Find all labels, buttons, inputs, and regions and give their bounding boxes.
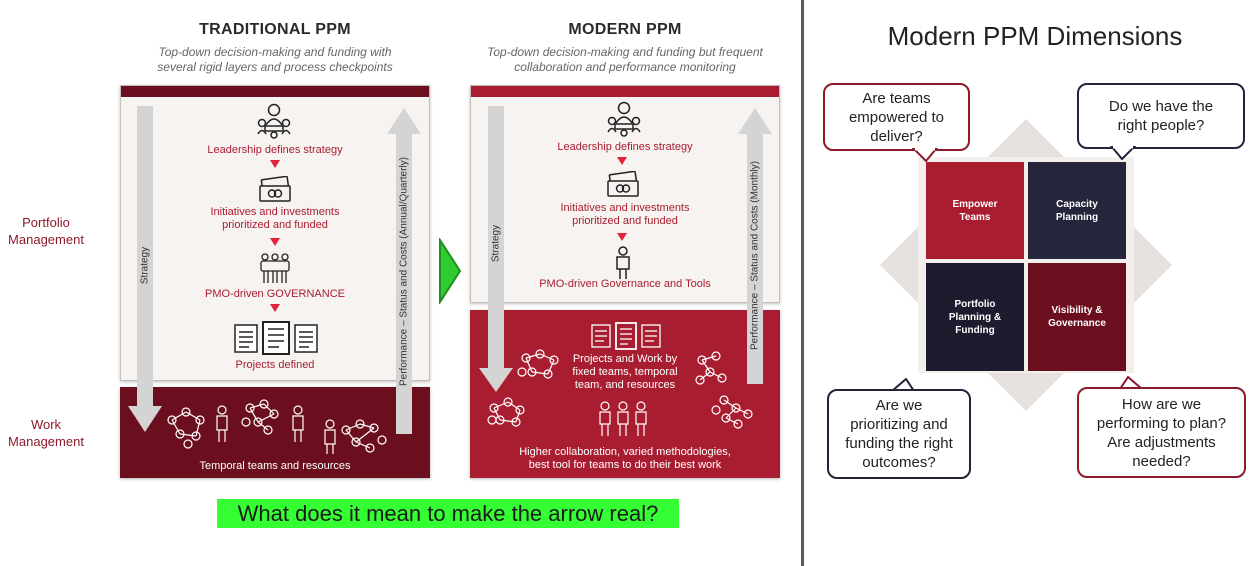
quadrant-visibility-governance: Visibility & Governance: [1028, 263, 1126, 371]
quad-capacity-line1: Capacity: [1056, 198, 1098, 210]
modern-title: MODERN PPM: [568, 21, 682, 38]
section-divider: [801, 0, 804, 566]
modern-performance-label: Performance – Status and Costs (Monthly): [749, 161, 761, 350]
mod-step-arrow-2: [617, 233, 627, 241]
traditional-performance-label: Performance – Status and Costs (Annual/Q…: [398, 157, 410, 386]
trad-step-governance: PMO-driven GOVERNANCE: [205, 288, 345, 300]
traditional-title: TRADITIONAL PPM: [199, 21, 351, 38]
portfolio-label-line2: Management: [8, 232, 84, 247]
bubble-empowered-tail: [912, 148, 938, 162]
mod-step-leadership: Leadership defines strategy: [557, 141, 693, 153]
bubble-perf-line2: performing to plan?: [1096, 414, 1227, 432]
trad-step-arrow-2: [270, 238, 280, 246]
traditional-subtitle-line1: Top-down decision-making and funding wit…: [158, 45, 392, 59]
modern-topbar: [471, 86, 779, 97]
portfolio-label-line1: Portfolio: [22, 215, 70, 230]
mod-step-governance: PMO-driven Governance and Tools: [539, 278, 711, 290]
trad-bottom-label: Temporal teams and resources: [199, 460, 351, 472]
bubble-prio-line3: funding the right: [845, 435, 953, 452]
modern-strategy-label: Strategy: [490, 224, 502, 263]
work-label-line2: Management: [8, 434, 84, 449]
traditional-strategy-arrow: [128, 106, 162, 432]
mod-bottom-text-line2: best tool for teams to do their best wor…: [528, 459, 722, 471]
bubble-right-people: Do we have the right people?: [1077, 83, 1245, 149]
bubble-empowered-line3: deliver?: [870, 127, 923, 145]
quad-portfolio-line1: Portfolio: [954, 298, 996, 310]
bubble-empowered-line1: Are teams: [862, 89, 931, 107]
question-highlight: What does it mean to make the arrow real…: [217, 499, 679, 528]
modern-subtitle-line1: Top-down decision-making and funding but…: [487, 45, 763, 59]
modern-leadership-icon: [607, 101, 641, 137]
money-icon: [259, 176, 291, 202]
transition-arrow: [439, 238, 462, 304]
traditional-topbar: [121, 86, 429, 97]
bubble-perf-line4: needed?: [1132, 452, 1191, 470]
portfolio-management-label: Portfolio Management: [0, 214, 92, 248]
bubble-perf-line3: Are adjustments: [1107, 433, 1216, 451]
modern-strategy-arrow: [479, 106, 513, 392]
quad-portfolio-line2: Planning &: [948, 311, 1002, 323]
work-label-line1: Work: [30, 417, 62, 432]
mod-bottom-text-line1: Higher collaboration, varied methodologi…: [519, 446, 731, 458]
bubble-prio-line4: outcomes?: [862, 454, 936, 471]
quad-empower-line1: Empower: [952, 198, 998, 210]
bubble-prioritizing: Are we prioritizing and funding the right o…: [827, 389, 971, 479]
mod-step-initiatives-line2: prioritized and funded: [572, 215, 678, 227]
bubble-people-line2: right people?: [1117, 117, 1205, 134]
quad-visibility-line1: Visibility &: [1051, 305, 1103, 316]
mod-step-initiatives: Initiatives and investments prioritized …: [520, 202, 730, 228]
bubble-perf-line1: How are we: [1121, 395, 1202, 413]
mod-step-initiatives-line1: Initiatives and investments: [560, 202, 690, 214]
trad-step-arrow-1: [270, 160, 280, 168]
work-management-label: Work Management: [0, 416, 92, 450]
modern-teams-icons: [487, 349, 753, 436]
documents-icon: [234, 321, 318, 355]
trad-step-arrow-3: [270, 304, 280, 312]
leadership-icon: [257, 103, 291, 139]
modern-subtitle-line2: collaboration and performance monitoring: [514, 60, 736, 74]
quad-portfolio-line3: Funding: [955, 324, 995, 336]
group-icon: [260, 253, 290, 283]
quad-capacity-line2: Planning: [1055, 211, 1099, 223]
traditional-subtitle-line2: several rigid layers and process checkpo…: [157, 60, 393, 74]
mod-work-text: Projects and Work by fixed teams, tempor…: [555, 353, 695, 392]
traditional-subtitle: Top-down decision-making and funding wit…: [110, 45, 440, 75]
traditional-strategy-label: Strategy: [139, 246, 151, 285]
trad-step-initiatives: Initiatives and investments prioritized …: [170, 206, 380, 232]
bubble-prio-line1: Are we: [875, 397, 923, 414]
trad-step-projects: Projects defined: [235, 359, 315, 371]
person-icon: [616, 246, 630, 279]
mod-step-arrow-1: [617, 157, 627, 165]
mod-bottom-text: Higher collaboration, varied methodologi…: [475, 446, 775, 472]
bubble-people-line1: Do we have the: [1108, 98, 1214, 115]
mod-work-text-line2: fixed teams, temporal: [572, 366, 678, 378]
bubble-prio-line2: prioritizing and: [850, 416, 948, 433]
traditional-work-panel: [120, 387, 430, 478]
mod-work-text-line1: Projects and Work by: [572, 353, 678, 365]
modern-subtitle: Top-down decision-making and funding but…: [455, 45, 795, 75]
bubble-right-people-tail: [1110, 146, 1136, 160]
trad-step-initiatives-line1: Initiatives and investments: [210, 206, 340, 218]
modern-work-panel: [470, 310, 780, 478]
modern-documents-icon: [591, 322, 661, 350]
bubble-empowered-line2: empowered to: [848, 108, 945, 126]
modern-money-icon: [607, 171, 639, 197]
traditional-performance-arrow: [387, 108, 421, 434]
mod-work-text-line3: team, and resources: [574, 379, 676, 391]
trad-step-initiatives-line2: prioritized and funded: [222, 219, 328, 231]
modern-performance-arrow: [738, 108, 772, 384]
quad-visibility-line2: Governance: [1048, 318, 1106, 329]
quad-empower-line2: Teams: [959, 211, 991, 223]
trad-step-leadership: Leadership defines strategy: [207, 144, 343, 156]
dimensions-title: Modern PPM Dimensions: [887, 21, 1183, 51]
trad-teams-icons: [167, 399, 387, 454]
